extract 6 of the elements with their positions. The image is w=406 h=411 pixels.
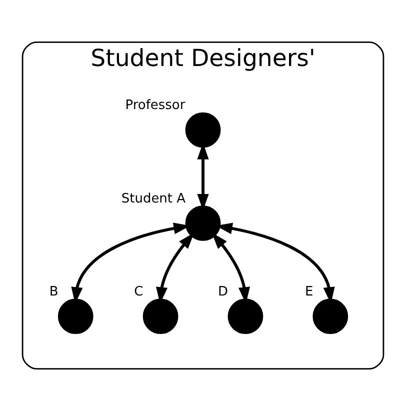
node-label: Student A: [121, 191, 186, 206]
node-label: D: [218, 284, 228, 300]
node-label: C: [134, 284, 144, 300]
node-label: B: [49, 284, 58, 300]
node-label: Professor: [125, 98, 186, 114]
node-label: E: [305, 284, 314, 300]
